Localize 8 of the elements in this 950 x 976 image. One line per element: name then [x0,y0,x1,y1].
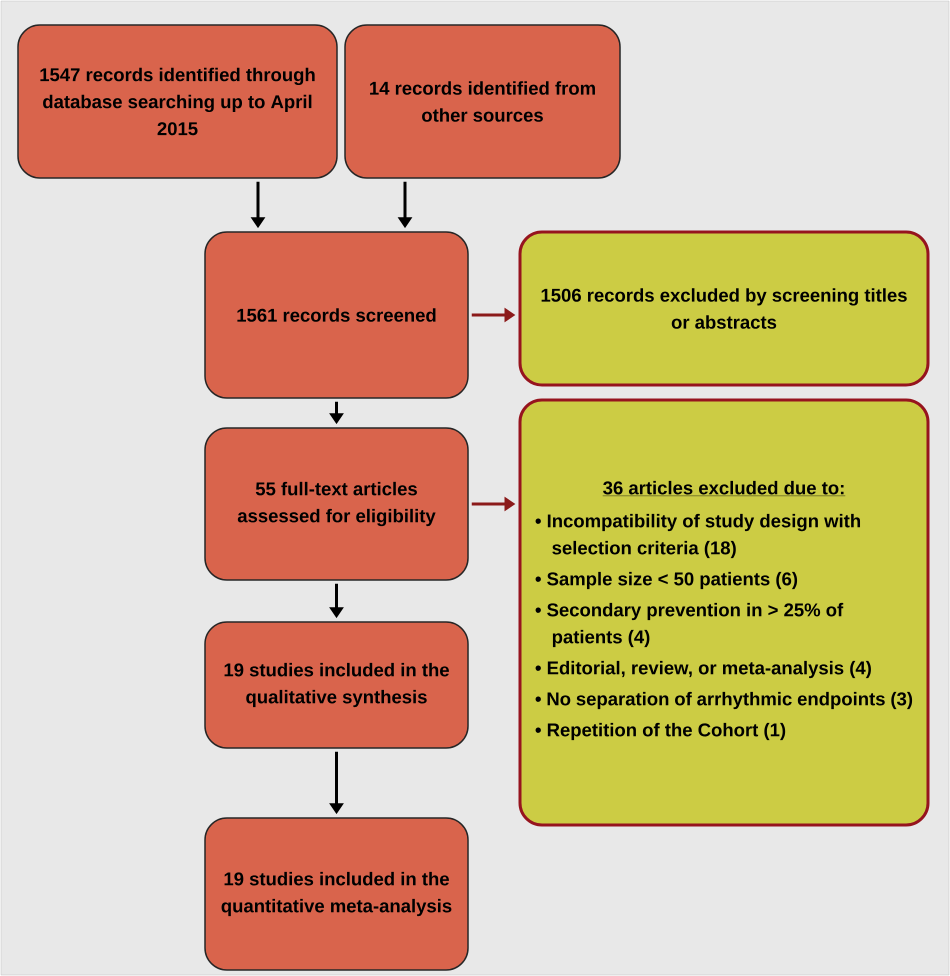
process-box: 55 full-text articles assessed for eligibility [204,427,469,581]
exclusion-box: 36 articles excluded due to: • Incompatibility of study design with selection criteria (18) • Sample size < 50 patients (6) • Secondary prevention in > 25% of patients (4) • Editorial, review, or meta-analysis (4) • No separation of arrhythmic endpoints (3) • Repetition of the Cohort (1) [518,398,930,826]
process-box: 1561 records screened [204,231,469,399]
process-box: 19 studies included in the qualitative synthesis [204,621,469,749]
process-box: 1547 records identified through database searching up to April 2015 [17,24,338,179]
process-box: 19 studies included in the quantitative meta-analysis [204,817,469,971]
process-box: 14 records identified from other sources [344,24,621,179]
exclusion-box: 1506 records excluded by screening titles or abstracts [518,230,930,386]
